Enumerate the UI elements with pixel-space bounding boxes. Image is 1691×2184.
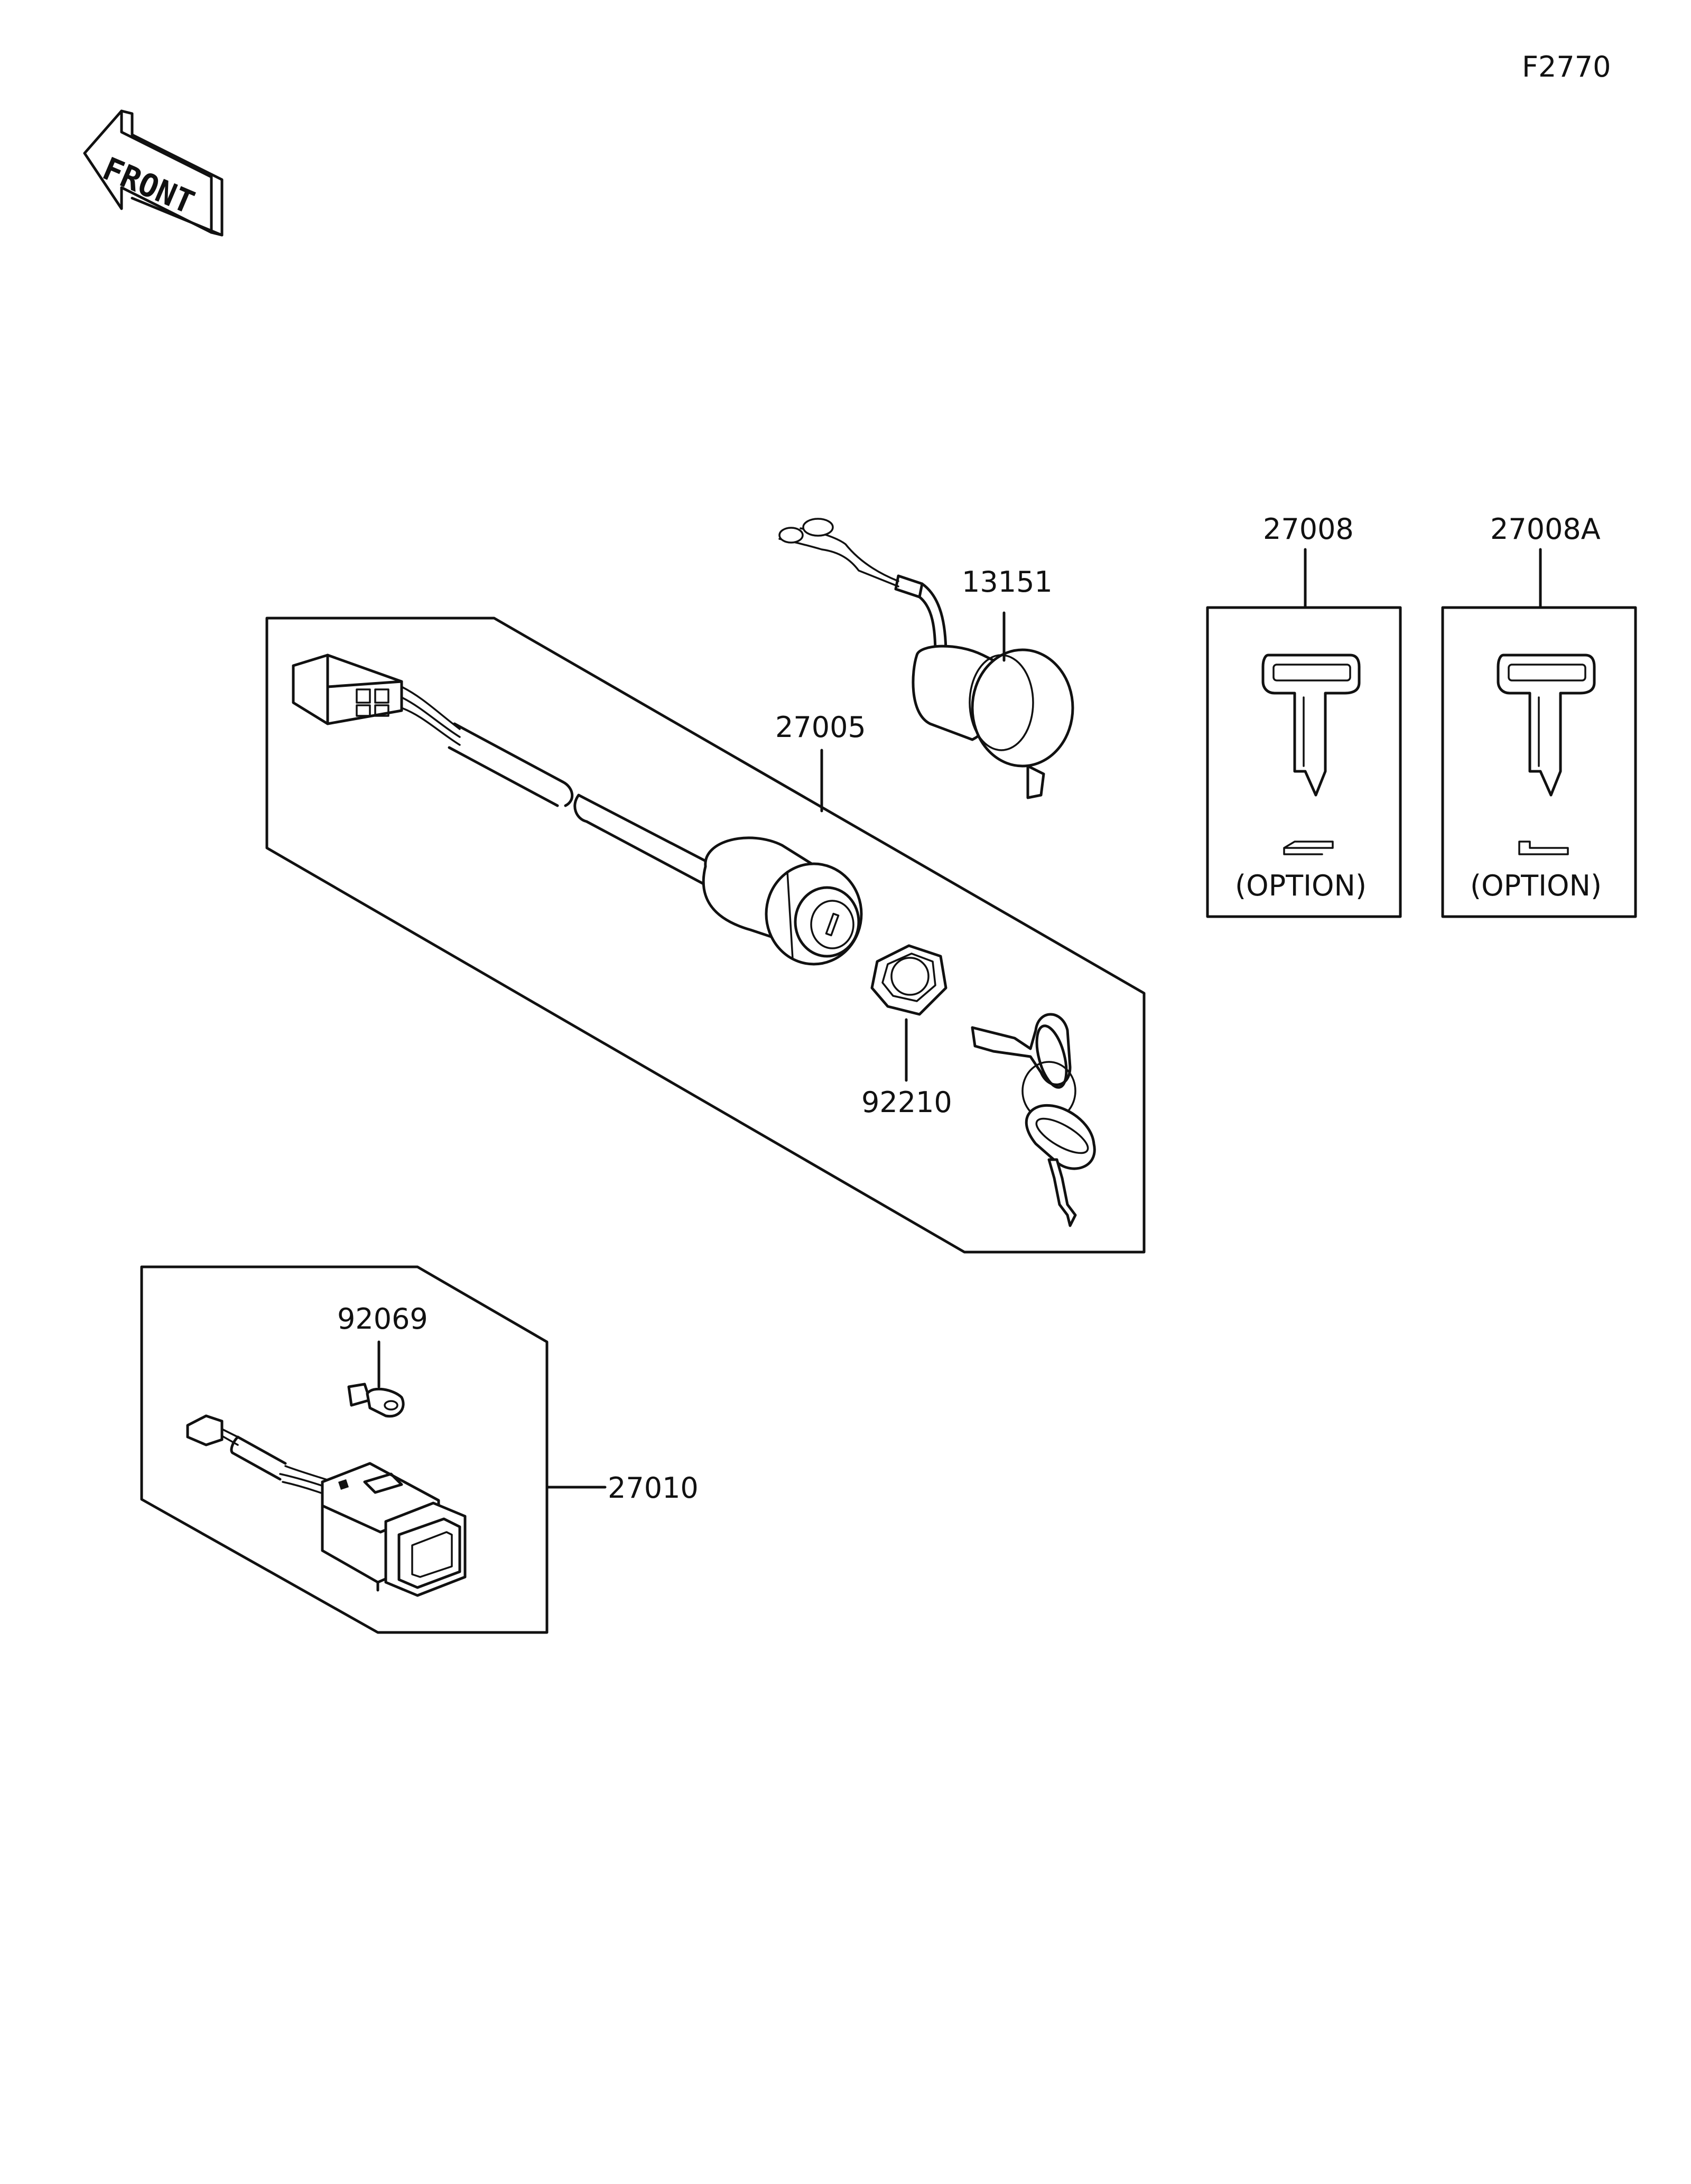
option-key-box-2	[1441, 548, 1637, 918]
part-92069: 92069	[337, 1302, 428, 1336]
part-27008: 27008	[1263, 512, 1354, 546]
part-13151: 13151	[962, 565, 1053, 599]
front-arrow-icon: FRONT	[83, 109, 224, 237]
nut-icon	[870, 944, 947, 1082]
part-27010: 27010	[608, 1471, 699, 1505]
option-label-1: (OPTION)	[1235, 869, 1367, 902]
switch-box	[140, 1265, 607, 1634]
ignition-switch-box	[265, 617, 1146, 1254]
figure-code: F2770	[1522, 50, 1611, 83]
ignition-switch-icon	[702, 836, 863, 966]
option-label-2: (OPTION)	[1470, 869, 1602, 902]
ignition-cable	[448, 722, 718, 886]
ignition-connector-icon	[292, 654, 461, 746]
bulb-icon	[347, 1340, 405, 1418]
part-27005: 27005	[775, 711, 866, 744]
option-key-box-1	[1206, 548, 1402, 918]
part-27008a: 27008A	[1490, 512, 1601, 546]
key-set-icon	[971, 1013, 1096, 1227]
part-92210: 92210	[861, 1086, 952, 1119]
lamp-socket-icon	[778, 518, 1074, 799]
push-switch-icon	[186, 1414, 467, 1597]
